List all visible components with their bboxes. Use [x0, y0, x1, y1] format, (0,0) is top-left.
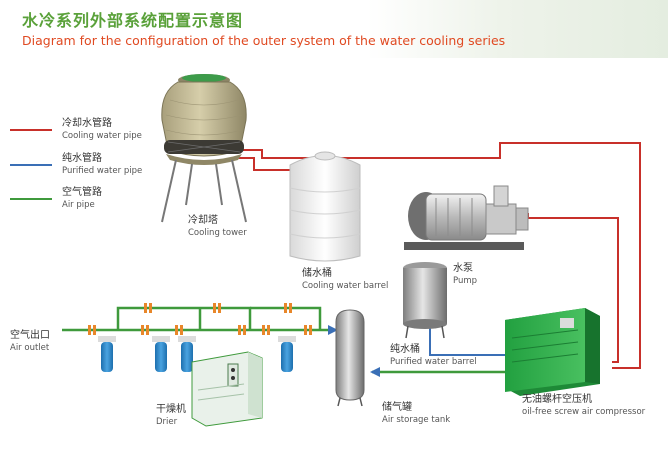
diagram-title-en: Diagram for the configuration of the out… — [22, 33, 506, 48]
air-pipe-bypass-1 — [116, 306, 252, 330]
cooling-tower-graphic — [161, 74, 247, 223]
filter-1 — [98, 336, 116, 372]
cooling-pipe-tower-to-barrel — [238, 157, 290, 171]
legend-purified-line — [10, 164, 52, 166]
cooling-water-barrel-graphic — [289, 151, 361, 262]
filter-2 — [152, 336, 170, 372]
filter-4 — [278, 336, 296, 372]
legend-cooling-line — [10, 129, 52, 131]
title-banner — [0, 0, 668, 58]
purified-water-barrel-graphic — [403, 262, 447, 339]
purified-pipe-barrel-to-compressor — [429, 328, 520, 356]
cooling-pipe-tower-to-compressor — [238, 142, 641, 369]
air-arrow-from-compressor — [370, 367, 380, 377]
purified-water-pipes — [429, 328, 520, 356]
legend-air-line — [10, 198, 52, 200]
air-compressor-graphic — [505, 308, 600, 396]
filter-3 — [178, 336, 196, 372]
air-pipe-bypass-3 — [250, 306, 322, 330]
air-arrow-into-tank — [328, 325, 338, 335]
diagram-title-cn: 水冷系列外部系统配置示意图 — [22, 11, 244, 30]
filters — [98, 336, 296, 372]
drier-graphic — [191, 351, 263, 427]
air-storage-tank-graphic — [335, 309, 365, 407]
air-pipes — [62, 306, 512, 374]
pump-graphic — [404, 185, 529, 250]
pipe-flanges — [88, 303, 312, 335]
